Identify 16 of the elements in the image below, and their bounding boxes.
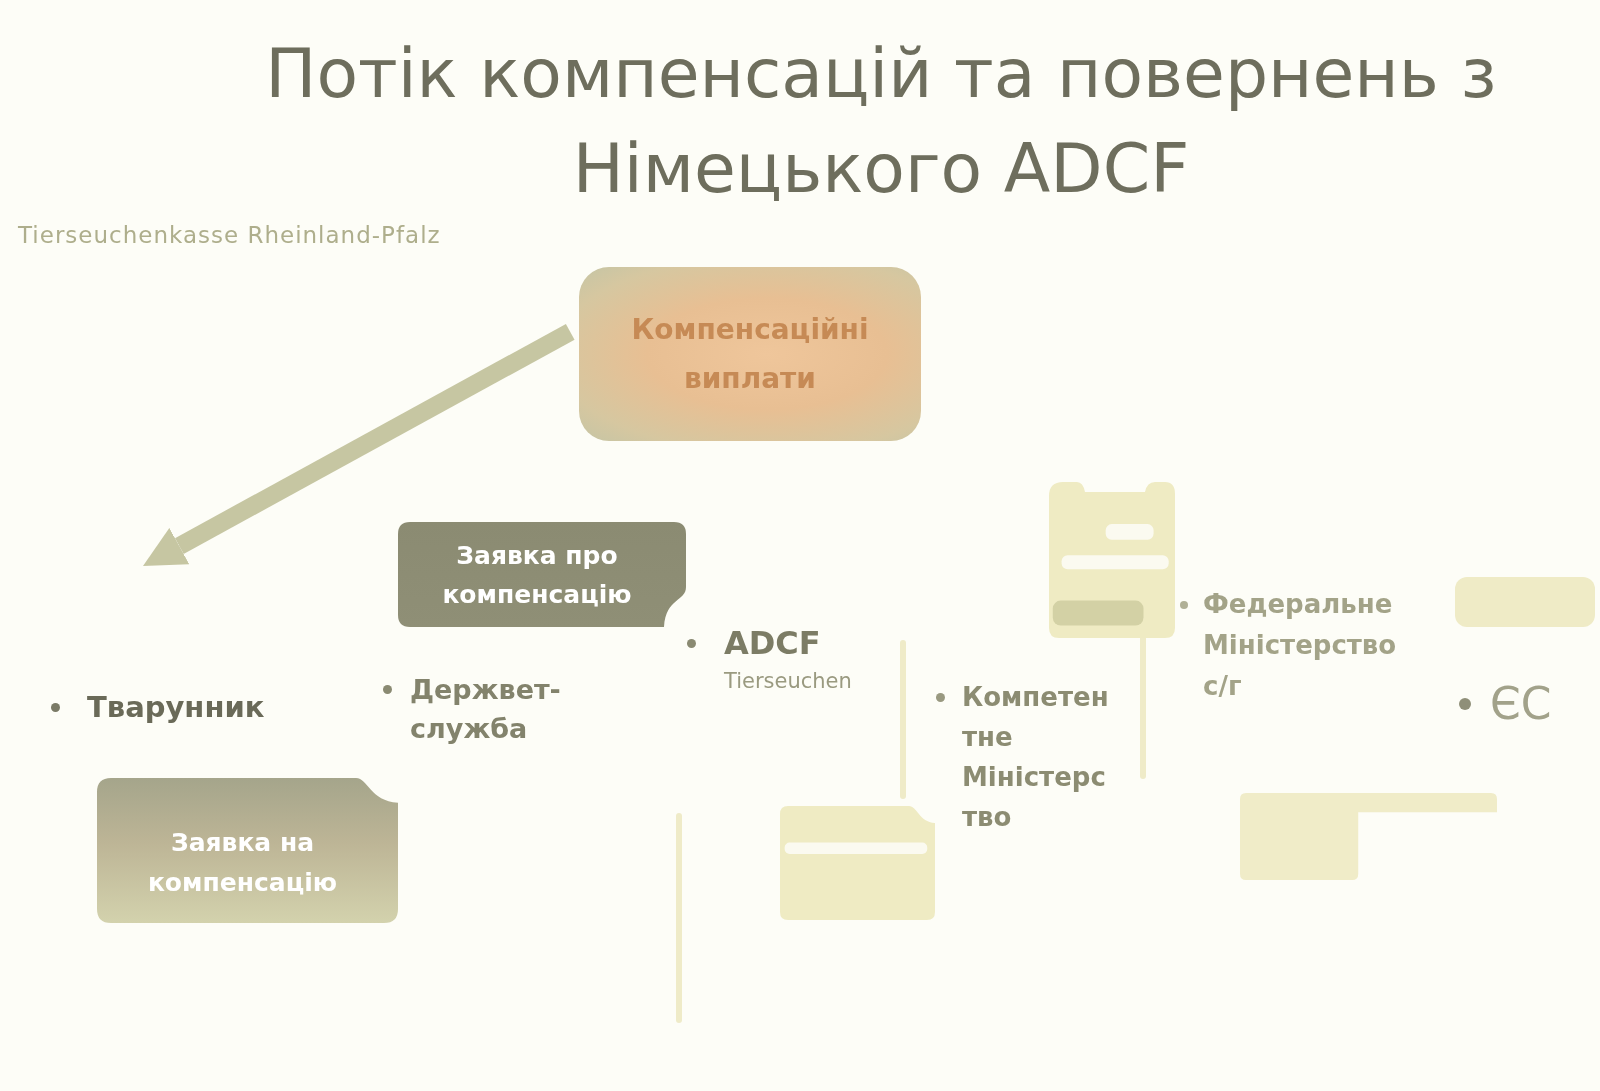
list-label: ADCF bbox=[724, 623, 822, 663]
list-label: Компетентне Міністерство bbox=[962, 681, 1110, 834]
node-label: Компенсаційні виплати bbox=[631, 312, 869, 397]
arrow bbox=[143, 323, 575, 566]
list-label: Тварунник bbox=[87, 689, 266, 726]
list-label: ЄС bbox=[1490, 678, 1553, 730]
organization-name: Tierseuchenkasse Rheinland-Pfalz bbox=[18, 222, 441, 248]
node-label: Заявка про компенсацію bbox=[442, 539, 632, 611]
callout-box bbox=[97, 778, 398, 923]
callout-box bbox=[398, 522, 686, 627]
rounded-box bbox=[579, 267, 921, 441]
list-label: Держвет-служба bbox=[410, 673, 562, 746]
list-label: Tierseuchen bbox=[724, 668, 853, 695]
node-label: Заявка на компенсацію bbox=[147, 826, 338, 899]
list-label: Федеральне Міністерство с/г bbox=[1203, 588, 1398, 703]
slide-title: Потік компенсацій та повернень з Німецького ADCF bbox=[264, 33, 1498, 210]
